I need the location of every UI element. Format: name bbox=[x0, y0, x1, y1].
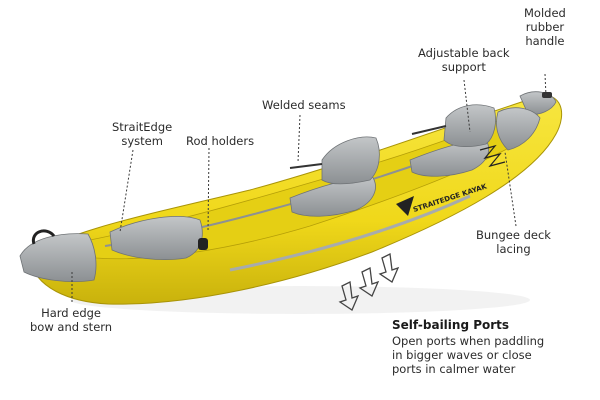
label-straitedge-system: StraitEdge system bbox=[112, 120, 172, 148]
bungee-lacing bbox=[479, 144, 506, 168]
bow-hard-edge bbox=[19, 233, 97, 282]
label-line: Bungee deck bbox=[476, 228, 551, 242]
leader-line bbox=[504, 151, 517, 227]
arrow-icon bbox=[378, 253, 400, 283]
self-bailing-arrows bbox=[338, 253, 400, 311]
label-line: Molded bbox=[524, 6, 566, 20]
brand-triangle bbox=[396, 196, 414, 216]
label-line: in bigger waves or close bbox=[392, 348, 532, 362]
label-hard-edge: Hard edge bow and stern bbox=[30, 306, 112, 334]
front-seat-back bbox=[321, 136, 380, 185]
rod-holder bbox=[198, 238, 208, 250]
label-welded-seams: Welded seams bbox=[262, 98, 346, 112]
seat-strap bbox=[289, 163, 323, 169]
label-line: rubber bbox=[525, 20, 565, 34]
label-line: Rod holders bbox=[186, 134, 255, 148]
front-seat-cushion bbox=[289, 175, 376, 217]
leader-line bbox=[463, 79, 471, 133]
label-molded-rubber-handle: Molded rubber handle bbox=[524, 6, 566, 48]
label-bungee-deck-lacing: Bungee deck lacing bbox=[476, 228, 551, 256]
arrow-icon bbox=[358, 267, 380, 297]
leader-line bbox=[119, 149, 134, 233]
label-line: ports in calmer water bbox=[392, 362, 516, 376]
label-title: Self-bailing Ports bbox=[392, 318, 510, 332]
label-line: Hard edge bbox=[41, 306, 101, 320]
label-line: lacing bbox=[496, 242, 531, 256]
seat-strap bbox=[411, 125, 447, 135]
label-line: handle bbox=[525, 34, 565, 48]
label-line: bow and stern bbox=[30, 320, 113, 334]
label-line: StraitEdge bbox=[112, 120, 173, 134]
rear-seat-back bbox=[443, 104, 496, 148]
label-line: Open ports when paddling bbox=[392, 334, 545, 348]
rear-storage-bag bbox=[496, 107, 541, 151]
label-self-bailing-ports: Self-bailing Ports Open ports when paddl… bbox=[392, 318, 544, 376]
bow-handle bbox=[31, 229, 56, 245]
label-line: Welded seams bbox=[262, 98, 346, 112]
label-line: system bbox=[121, 134, 163, 148]
label-rod-holders: Rod holders bbox=[186, 134, 254, 148]
label-line: support bbox=[441, 60, 486, 74]
label-adjustable-back-support: Adjustable back support bbox=[418, 46, 510, 74]
arrow-icon bbox=[338, 281, 360, 311]
label-line: Adjustable back bbox=[418, 46, 510, 60]
leader-line bbox=[297, 114, 301, 163]
stern-handle bbox=[542, 92, 552, 98]
kayak-side-stripe-2 bbox=[229, 194, 471, 272]
